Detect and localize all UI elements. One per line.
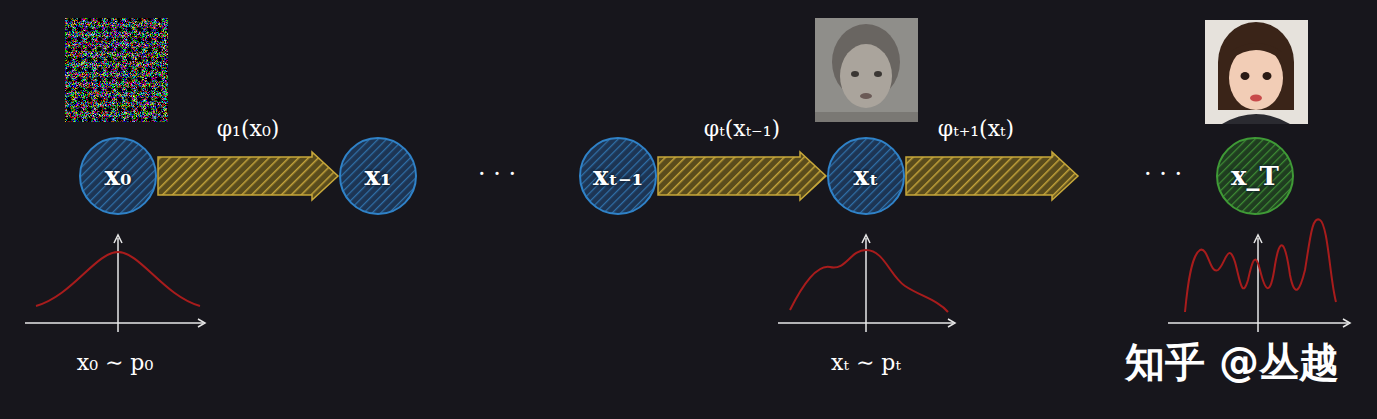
state-label: xₜ₋₁: [593, 161, 643, 191]
transition-label: φₜ₊₁(xₜ): [938, 116, 1014, 141]
noise-image: [65, 18, 168, 122]
state-circle: xₜ₋₁: [578, 136, 658, 216]
plot-p0: [25, 235, 205, 332]
state-circle: x₁: [338, 136, 418, 216]
state-label: x_T: [1231, 161, 1279, 191]
state-label: x₀: [105, 161, 132, 191]
transition-label: φ₁(x₀): [217, 116, 280, 141]
watermark: 知乎 @丛越: [1125, 335, 1339, 390]
state-circle: x_T: [1215, 136, 1295, 216]
state-circle: x₀: [78, 136, 158, 216]
distribution-label: xₜ ∼ pₜ: [831, 350, 901, 375]
plot-pt: [778, 235, 955, 332]
plot-pT: [1168, 219, 1350, 332]
noisy-face-image: [815, 18, 918, 122]
ellipsis: · · ·: [1144, 160, 1182, 188]
state-label: xₜ: [853, 161, 878, 191]
state-label: x₁: [365, 161, 392, 191]
distribution-label: x₀ ∼ p₀: [77, 350, 154, 375]
ellipsis: · · ·: [478, 160, 516, 188]
transition-label: φₜ(xₜ₋₁): [704, 116, 780, 141]
face-image: [1205, 20, 1308, 124]
transition-arrow: [158, 152, 338, 200]
transition-arrow: [906, 152, 1078, 200]
state-circle: xₜ: [826, 136, 906, 216]
transition-arrow: [658, 152, 826, 200]
